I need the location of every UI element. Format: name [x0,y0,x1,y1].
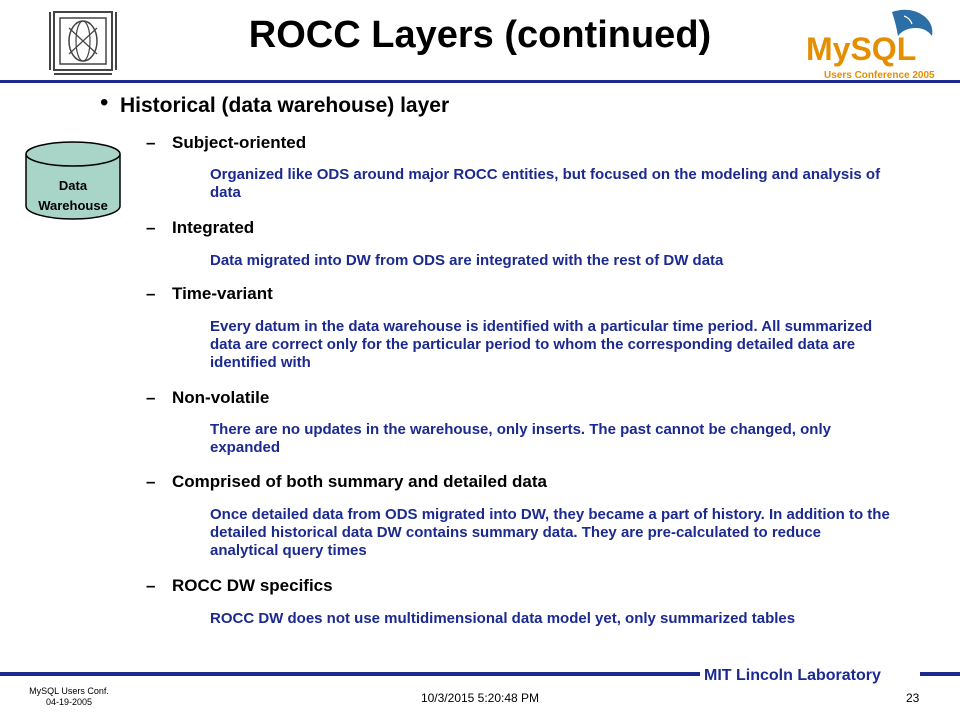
database-cylinder-icon [25,141,121,220]
item-dash: – [146,284,156,303]
item-heading: Time-variant [172,284,273,303]
item-dash: – [146,218,156,237]
item-dash: – [146,472,156,491]
item-heading: Integrated [172,218,255,237]
item-description: Every datum in the data warehouse is ide… [210,318,873,371]
lincoln-lab-logo-icon [40,6,126,76]
footer-rule-left [0,672,700,676]
item-description: Once detailed data from ODS migrated int… [210,506,890,559]
cylinder-label-line1: Data [58,178,88,193]
item-heading: Comprised of both summary and detailed d… [172,472,548,491]
footer-conference-name: MySQL Users Conf. [29,686,109,696]
cylinder-label: Data Warehouse [24,176,122,216]
item-heading: ROCC DW specifics [172,576,333,595]
item-dash: – [146,133,156,152]
item-dash: – [146,388,156,407]
mysql-wordmark: MySQL [806,31,916,67]
conference-caption: Users Conference 2005 [824,70,935,81]
item-heading: Subject-oriented [172,133,307,152]
mysql-dolphin-logo-icon: MySQL Users Conference 2005 [800,6,940,86]
footer-lab-name: MIT Lincoln Laboratory [700,667,885,685]
footer-conference: MySQL Users Conf. 04-19-2005 [14,686,124,708]
item-description: There are no updates in the warehouse, o… [210,421,831,456]
item-description: Organized like ODS around major ROCC ent… [210,166,881,201]
page-title: ROCC Layers (continued) [248,14,712,56]
item-description: Data migrated into DW from ODS are integ… [210,252,724,269]
footer-conference-date: 04-19-2005 [45,697,93,707]
cylinder-label-line2: Warehouse [38,198,108,213]
page-number: 23 [906,691,920,705]
main-bullet: Historical (data warehouse) layer [120,94,450,117]
bullet-icon: • [100,89,109,116]
footer-rule-right [920,672,960,676]
item-heading: Non-volatile [172,388,270,407]
header-rule [0,80,960,83]
item-dash: – [146,576,156,595]
footer-datetime: 10/3/2015 5:20:48 PM [420,691,540,705]
item-description: ROCC DW does not use multidimensional da… [210,610,796,627]
